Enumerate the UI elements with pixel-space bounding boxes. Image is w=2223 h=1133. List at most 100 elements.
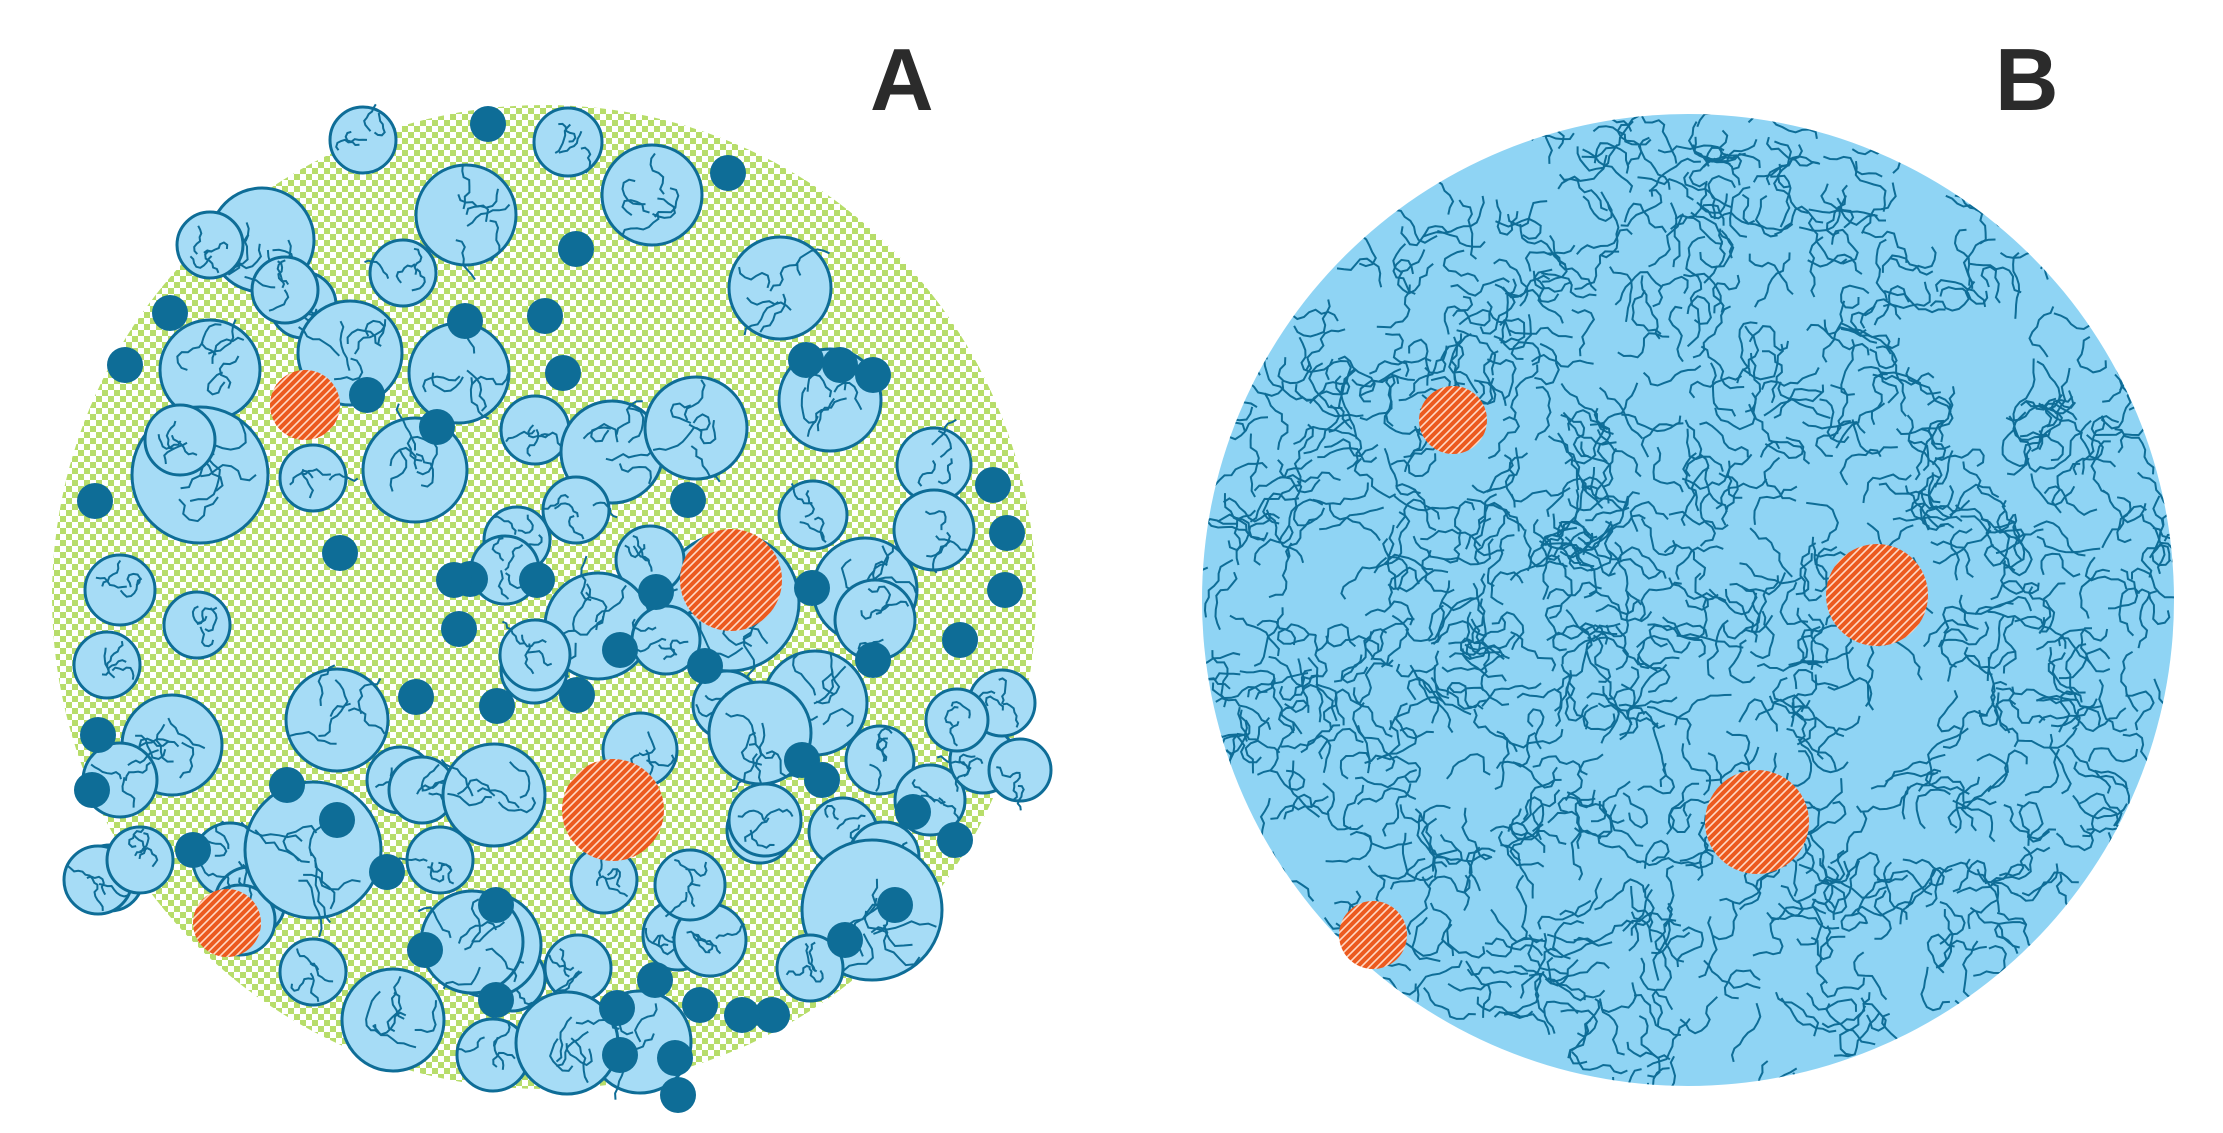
particle-a-small-51 <box>175 832 211 868</box>
particle-a-small-41 <box>602 1037 638 1073</box>
particle-a-small-46 <box>369 854 405 890</box>
particle-a-large-69 <box>105 825 175 895</box>
particle-a-large-37 <box>72 630 142 700</box>
particle-a-large-3 <box>532 106 604 178</box>
particle-a-small-15 <box>822 347 858 383</box>
particle-a-large-47 <box>440 742 547 848</box>
particle-a-large-44 <box>284 664 390 773</box>
particle-a-large-65 <box>278 937 348 1007</box>
particle-a-large-55 <box>987 737 1053 811</box>
particle-a-small-34 <box>937 822 973 858</box>
particle-a-large-81 <box>175 210 245 280</box>
inclusion-a-0 <box>270 370 340 440</box>
particle-a-large-13 <box>499 394 571 466</box>
particle-a-small-37 <box>804 762 840 798</box>
particle-a-large-1 <box>328 103 398 175</box>
panel-a: A <box>52 30 1053 1113</box>
inclusion-b-2 <box>1705 770 1809 874</box>
particle-a-large-11 <box>278 443 359 513</box>
particle-a-small-1 <box>710 155 746 191</box>
particle-a-small-10 <box>545 355 581 391</box>
particle-a-small-28 <box>441 611 477 647</box>
particle-a-large-80 <box>498 618 572 692</box>
particle-a-small-3 <box>152 295 188 331</box>
particle-a-small-20 <box>942 622 978 658</box>
particle-a-small-31 <box>559 677 595 713</box>
particle-a-small-21 <box>794 570 830 606</box>
particle-a-small-26 <box>436 562 472 598</box>
particle-a-small-45 <box>407 932 443 968</box>
particle-a-small-8 <box>349 377 385 413</box>
panel-a-particles <box>62 103 1053 1113</box>
particle-a-small-50 <box>74 772 110 808</box>
panel-b-label: B <box>1995 30 2059 129</box>
particle-a-large-33 <box>844 724 916 796</box>
particle-a-large-56 <box>924 687 990 753</box>
particle-a-large-15 <box>643 375 749 483</box>
particle-a-small-54 <box>682 987 718 1023</box>
particle-a-large-30 <box>630 604 702 676</box>
particle-a-small-19 <box>987 572 1023 608</box>
particle-a-large-4 <box>600 143 704 247</box>
particle-a-small-18 <box>989 515 1025 551</box>
particle-a-small-53 <box>637 962 673 998</box>
particle-a-small-16 <box>855 357 891 393</box>
particle-a-small-11 <box>322 535 358 571</box>
particle-a-large-60 <box>543 933 613 1003</box>
particle-a-small-42 <box>660 1077 696 1113</box>
particle-a-small-24 <box>602 632 638 668</box>
particle-a-small-39 <box>724 997 760 1033</box>
particle-a-large-58 <box>775 933 845 1003</box>
particle-a-small-35 <box>877 887 913 923</box>
particle-a-large-64 <box>340 967 446 1073</box>
particle-a-small-2 <box>558 231 594 267</box>
particle-a-small-6 <box>527 298 563 334</box>
particle-a-large-72 <box>455 1017 531 1093</box>
inclusion-b-1 <box>1826 544 1928 646</box>
particle-a-large-2 <box>414 163 518 281</box>
inclusion-b-0 <box>1419 386 1487 454</box>
particle-a-large-16 <box>727 235 833 341</box>
particle-a-large-82 <box>244 255 320 325</box>
inclusion-a-3 <box>193 889 261 957</box>
particle-a-large-5 <box>364 238 438 308</box>
particle-a-small-7 <box>77 483 113 519</box>
particle-a-large-22 <box>892 488 976 574</box>
particle-a-small-43 <box>478 982 514 1018</box>
particle-a-small-27 <box>638 574 674 610</box>
particle-a-small-49 <box>80 717 116 753</box>
particle-a-large-25 <box>541 475 618 545</box>
particle-a-large-19 <box>777 479 849 551</box>
particle-a-small-48 <box>269 767 305 803</box>
particle-a-large-71 <box>396 825 475 895</box>
particle-a-small-30 <box>398 679 434 715</box>
particle-a-small-38 <box>754 997 790 1033</box>
particle-a-small-0 <box>470 106 506 142</box>
particle-a-small-32 <box>687 648 723 684</box>
particle-a-large-78 <box>653 848 727 922</box>
particle-a-small-52 <box>599 990 635 1026</box>
inclusion-b-3 <box>1339 901 1407 969</box>
particle-a-small-9 <box>419 409 455 445</box>
particle-a-small-47 <box>319 802 355 838</box>
particle-a-small-13 <box>670 482 706 518</box>
particle-a-small-36 <box>827 922 863 958</box>
particle-a-small-17 <box>975 467 1011 503</box>
inclusion-a-2 <box>562 759 664 861</box>
particle-a-small-44 <box>478 887 514 923</box>
particle-a-small-29 <box>479 688 515 724</box>
particle-a-small-25 <box>519 562 555 598</box>
particle-a-small-23 <box>895 794 931 830</box>
panel-b: B <box>1202 30 2174 1086</box>
particle-a-large-35 <box>162 590 232 660</box>
inclusion-a-1 <box>680 529 782 631</box>
particle-a-small-5 <box>447 303 483 339</box>
particle-a-small-14 <box>788 342 824 378</box>
particle-a-small-4 <box>107 347 143 383</box>
particle-a-large-36 <box>83 553 157 627</box>
panel-a-label: A <box>870 30 934 129</box>
particle-a-small-40 <box>657 1040 693 1076</box>
particle-a-small-22 <box>855 642 891 678</box>
particle-a-large-83 <box>143 403 217 477</box>
